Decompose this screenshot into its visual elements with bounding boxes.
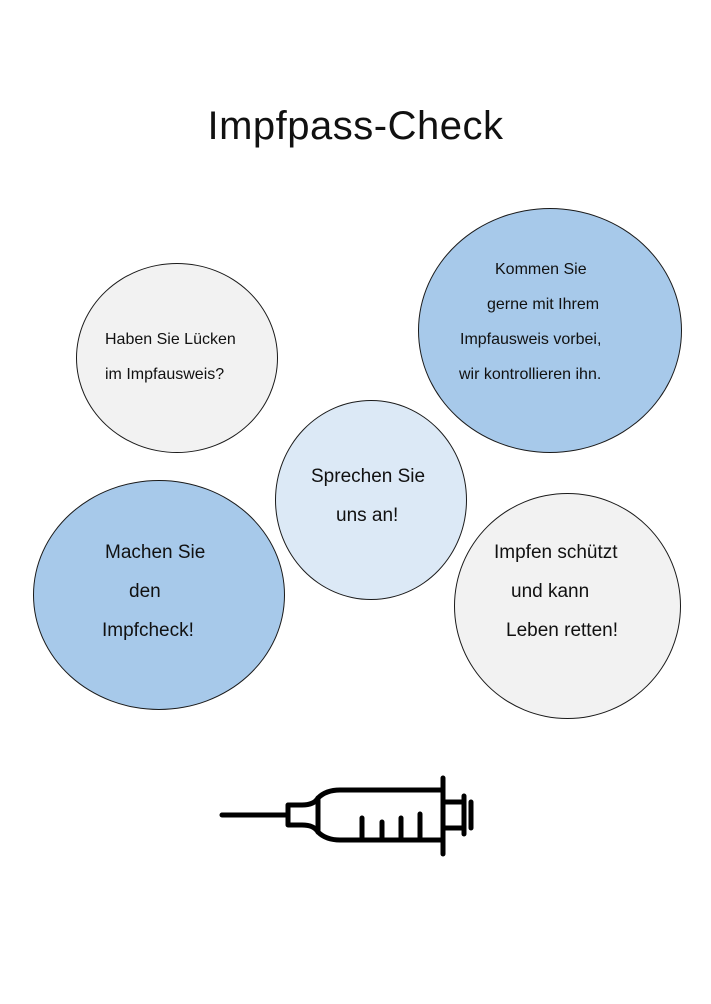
bubble-talk-line-1: Sprechen Sie [311, 466, 426, 487]
bubble-visit-line-3: Impfausweis vorbei, [460, 331, 602, 348]
bubble-talk [275, 400, 467, 600]
bubble-visit-line-2: gerne mit Ihrem [487, 296, 600, 313]
page-title: Impfpass-Check [207, 104, 504, 148]
bubble-protect [454, 493, 681, 719]
bubble-protect-line-1: Impfen schützt [494, 542, 618, 563]
bubble-check [33, 480, 285, 710]
bubble-visit-line-4: wir kontrollieren ihn. [459, 366, 602, 383]
bubble-check-line-2: den [129, 581, 161, 602]
bubble-check-line-3: Impfcheck! [102, 620, 194, 641]
bubble-check-line-1: Machen Sie [105, 542, 206, 563]
bubble-protect-line-2: und kann [511, 581, 590, 602]
bubble-talk-line-2: uns an! [336, 505, 399, 526]
syringe-icon [218, 774, 480, 863]
bubble-visit-line-1: Kommen Sie [495, 261, 587, 278]
bubble-gaps [76, 263, 278, 453]
bubble-protect-line-3: Leben retten! [506, 620, 618, 641]
bubble-visit [418, 208, 682, 453]
bubble-gaps-line-1: Haben Sie Lücken [105, 331, 236, 348]
bubble-gaps-line-2: im Impfausweis? [105, 366, 225, 383]
